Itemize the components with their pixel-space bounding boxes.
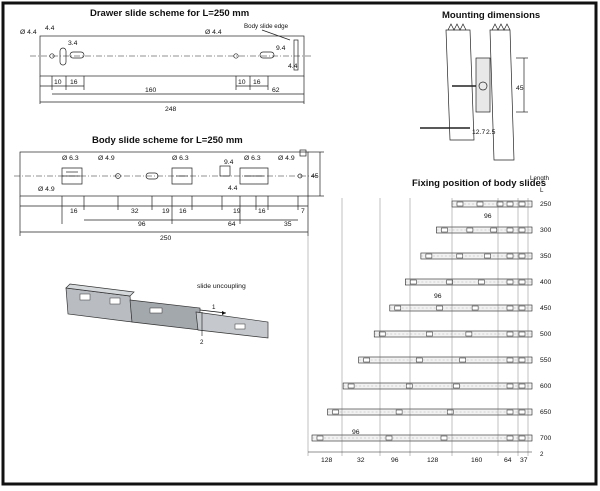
uncoupling-label: slide uncoupling	[197, 283, 246, 290]
fixing-length-label: 250	[540, 201, 552, 208]
body-j: 35	[284, 221, 292, 228]
fixing-96-mid: 96	[434, 293, 442, 300]
uncoupling-step-2: 1	[212, 304, 216, 311]
fixing-length-label: 300	[540, 227, 552, 234]
fixing-row: 500	[373, 330, 552, 338]
drawer-g: 248	[165, 106, 177, 113]
fixing-length-label: 700	[540, 435, 552, 442]
body-g: 7	[301, 208, 305, 215]
drawer-b: 16	[70, 79, 78, 86]
mounting-v1: 45	[516, 85, 524, 92]
fixing-row: 450	[389, 304, 552, 312]
fixing-length-label: 650	[540, 409, 552, 416]
fixing-title: Fixing position of body slides	[412, 178, 546, 189]
fixing-unit: L	[540, 187, 544, 194]
body-d6: Ø 4.9	[38, 186, 55, 193]
fixing-row: 400	[405, 278, 552, 286]
body-slide-bar	[19, 151, 309, 197]
body-e: 19	[233, 208, 241, 215]
body-d2: Ø 4.9	[98, 155, 115, 162]
body-d3: Ø 6.3	[172, 155, 189, 162]
body-f: 16	[258, 208, 266, 215]
body-d: 16	[179, 208, 187, 215]
drawer-d3: Ø 4.4	[205, 29, 222, 36]
fixing-length-label: 450	[540, 305, 552, 312]
body-d5: Ø 4.9	[278, 155, 295, 162]
body-title: Body slide scheme for L=250 mm	[92, 135, 243, 146]
drawer-d: 16	[253, 79, 261, 86]
drawer-w1: 9.4	[276, 45, 286, 52]
body-k: 250	[160, 235, 172, 242]
fixing-row: 350	[420, 252, 552, 260]
fixing-row: 650	[327, 408, 552, 416]
fixing-bottom-dim: 37	[520, 457, 528, 464]
body-h: 4.4	[228, 185, 238, 192]
fixing-96-low: 96	[352, 429, 360, 436]
drawer-d1: Ø 4.4	[20, 29, 37, 36]
drawer-f: 62	[272, 87, 280, 94]
fixing-bottom-dim: 64	[504, 457, 512, 464]
fixing-row: 550	[358, 356, 552, 364]
body-h2: 96	[138, 221, 146, 228]
fixing-length-label: 550	[540, 357, 552, 364]
fixing-length-label: 600	[540, 383, 552, 390]
fixing-bottom-dim: 32	[357, 457, 365, 464]
fixing-row: 300	[436, 226, 552, 234]
drawer-slide-scheme: Drawer slide scheme for L=250 mm Body sl…	[20, 8, 312, 113]
fixing-positions: Fixing position of body slides Length L …	[307, 175, 552, 464]
drawer-h2: 4.4	[288, 63, 298, 70]
body-height: 45	[311, 173, 319, 180]
fixing-96-top: 96	[484, 213, 492, 220]
drawer-d2: 4.4	[45, 25, 55, 32]
fixing-row: 600	[342, 382, 552, 390]
body-edge-label: Body slide edge	[244, 23, 289, 30]
fixing-row: 700	[311, 434, 552, 442]
drawer-h1: 3.4	[68, 40, 78, 47]
drawer-slide-bar	[39, 35, 305, 77]
drawer-a: 10	[54, 79, 62, 86]
fixing-length-label: 350	[540, 253, 552, 260]
drawer-title: Drawer slide scheme for L=250 mm	[90, 8, 249, 19]
fixing-row: 250	[451, 200, 552, 208]
fixing-grid	[307, 198, 529, 456]
mounting-v2: 12.7	[472, 129, 485, 136]
body-d4: Ø 6.3	[244, 155, 261, 162]
body-a: 16	[70, 208, 78, 215]
fixing-bottom-dim: 128	[427, 457, 439, 464]
fixing-rows: 250 300 350 400 450 500 550 600 650 700	[311, 200, 552, 442]
mounting-title: Mounting dimensions	[442, 10, 540, 21]
fixing-bottom-dims: 128 32 96 128 160 64 37	[308, 451, 532, 464]
fixing-bottom-dim: 160	[471, 457, 483, 464]
body-c: 19	[162, 208, 170, 215]
body-i: 64	[228, 221, 236, 228]
body-slide-scheme: Body slide scheme for L=250 mm Ø 6.3 Ø 4…	[14, 135, 324, 242]
body-w: 9.4	[224, 159, 234, 166]
fixing-bottom-dim: 96	[391, 457, 399, 464]
uncoupling-step-1: 2	[200, 339, 204, 346]
slide-uncoupling-illustration: slide uncoupling 1 2	[65, 283, 269, 346]
mounting-dimensions: Mounting dimensions 45 12.7 2.5	[420, 10, 540, 161]
body-d1: Ø 6.3	[62, 155, 79, 162]
mounting-v3: 2.5	[486, 129, 496, 136]
fixing-length-label: 400	[540, 279, 552, 286]
fixing-length-header: Length	[530, 175, 549, 182]
body-b: 32	[131, 208, 139, 215]
drawer-c: 10	[238, 79, 246, 86]
fixing-length-label: 500	[540, 331, 552, 338]
drawer-e: 160	[145, 87, 157, 94]
fixing-bottom-extra: 2	[540, 451, 544, 458]
fixing-bottom-dim: 128	[321, 457, 333, 464]
